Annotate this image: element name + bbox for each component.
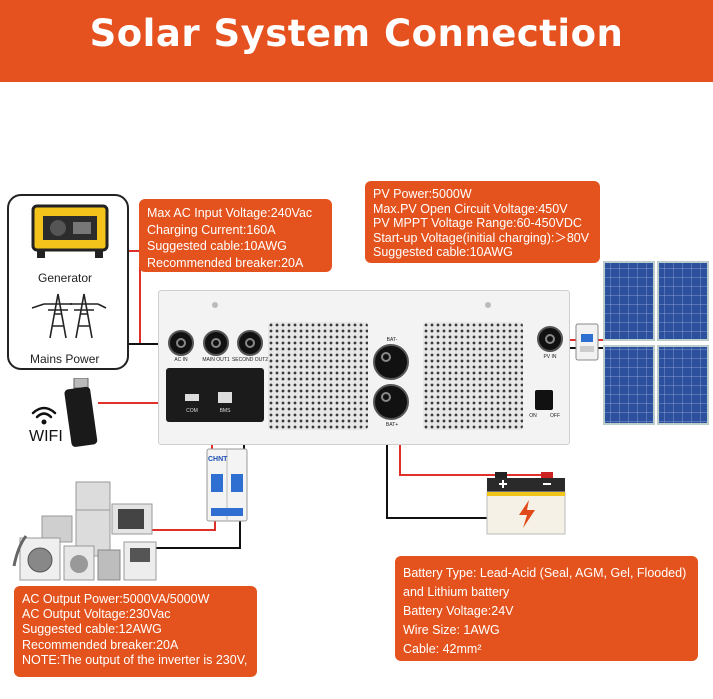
battery-line: Battery Type: Lead-Acid (Seal, AGM, Gel,…: [403, 566, 687, 580]
bms-label: BMS: [219, 408, 231, 414]
pv-line: PV Power:5000W: [373, 187, 472, 201]
vent-grill-left: [268, 322, 368, 430]
generator-icon: [31, 204, 109, 258]
ac-input-line: Recommended breaker:20A: [147, 255, 304, 270]
ac-in-label: AC IN: [174, 357, 188, 363]
battery-line: Wire Size: 1AWG: [403, 623, 500, 637]
usb-port: [185, 394, 199, 401]
ac-output-line: Suggested cable:12AWG: [22, 622, 162, 637]
pv-line: Max.PV Open Circuit Voltage:450V: [373, 201, 568, 216]
battery-line: Battery Voltage:24V: [403, 604, 514, 618]
battery-negative-label: BAT-: [386, 337, 398, 343]
ac-input-line: Charging Current:160A: [147, 222, 276, 237]
pv-line: Start-up Voltage(initial charging):＞80V: [373, 230, 590, 245]
ac-output-line: NOTE:The output of the inverter is 230V,: [22, 652, 248, 667]
wifi-icon: [31, 406, 57, 425]
breaker-brand: CHNT: [208, 456, 228, 463]
second-out-label: SECOND OUT2: [231, 357, 269, 363]
solar-panel-icon: [603, 261, 709, 425]
pv-line: PV MPPT Voltage Range:60-450VDC: [373, 216, 582, 231]
pv-info-box: PV Power:5000W Max.PV Open Circuit Volta…: [365, 181, 600, 263]
battery-icon: [486, 472, 566, 535]
battery-positive-port: [373, 384, 409, 420]
ac-input-line: Max AC Input Voltage:240Vac: [147, 206, 313, 220]
switch-off-label: OFF: [550, 413, 560, 419]
main-out-label: MAIN OUT1: [202, 357, 230, 363]
load-wire-black: [150, 520, 241, 549]
battery-positive-label: BAT+: [385, 422, 399, 428]
vent-grill-right: [423, 322, 523, 430]
screw: [485, 302, 491, 308]
rj45-port: [218, 392, 232, 403]
screw: [212, 302, 218, 308]
battery-line: and Lithium battery: [403, 585, 510, 599]
ac-input-info-box: Max AC Input Voltage:240Vac Charging Cur…: [139, 199, 332, 272]
page-title: Solar System Connection: [89, 12, 624, 55]
second-out-port: [237, 330, 263, 356]
wifi-label: WIFI: [29, 428, 63, 445]
switch-on-label: ON: [529, 413, 537, 419]
pv-line: Suggested cable:10AWG: [373, 245, 513, 260]
mains-power-label: Mains Power: [30, 352, 100, 366]
pv-in-label: PV IN: [543, 354, 557, 360]
ac-output-breaker-icon: [206, 448, 248, 522]
pv-breaker-icon: [575, 323, 599, 361]
battery-info-box: Battery Type: Lead-Acid (Seal, AGM, Gel,…: [395, 556, 698, 661]
ac-in-port: [168, 330, 194, 356]
title-banner: [0, 0, 713, 82]
mains-tower-icon: [31, 293, 107, 339]
main-out-port: [203, 330, 229, 356]
generator-label: Generator: [38, 271, 93, 285]
ac-output-line: AC Output Power:5000VA/5000W: [22, 592, 210, 606]
power-switch[interactable]: [535, 390, 553, 410]
battery-negative-port: [373, 344, 409, 380]
ac-output-line: Recommended breaker:20A: [22, 637, 179, 652]
household-appliances-icon: [12, 481, 157, 581]
ac-input-line: Suggested cable:10AWG: [147, 239, 287, 253]
com-label: COM: [186, 408, 198, 414]
usb-dongle-icon: [64, 378, 98, 447]
pv-in-port: [537, 326, 563, 352]
ac-output-info-box: AC Output Power:5000VA/5000W AC Output V…: [14, 586, 257, 677]
communication-panel: [166, 368, 264, 422]
ac-output-line: AC Output Voltage:230Vac: [22, 607, 171, 622]
battery-line: Cable: 42mm²: [403, 642, 482, 656]
